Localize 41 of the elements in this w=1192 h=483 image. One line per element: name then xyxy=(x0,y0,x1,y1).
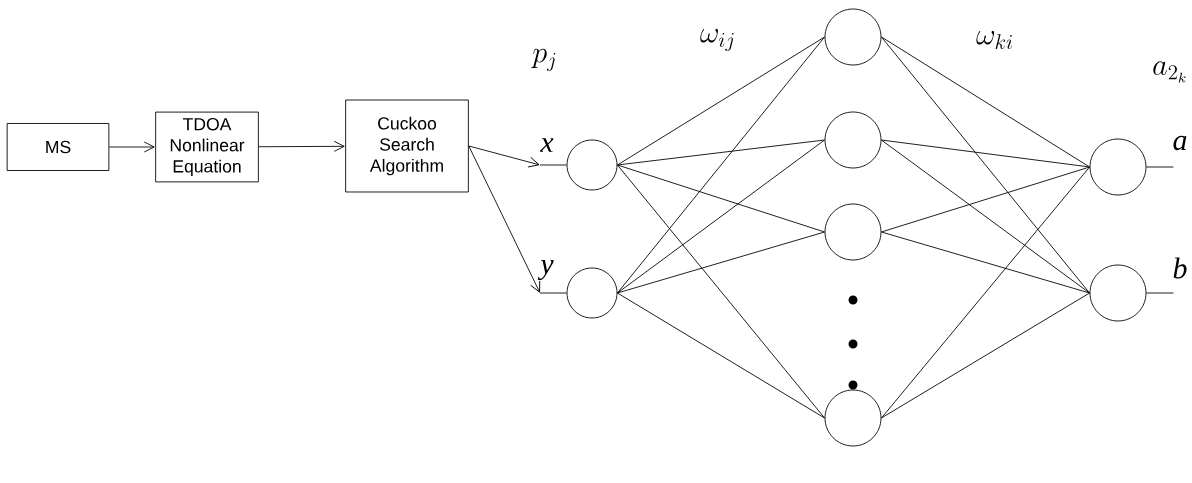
neuron-circle xyxy=(1089,138,1147,196)
connection-line xyxy=(1146,166,1174,168)
connection-line xyxy=(617,164,825,233)
connection-line xyxy=(617,292,825,419)
connection-line xyxy=(881,292,1090,419)
connection-line xyxy=(881,139,1090,168)
neuron-circle xyxy=(824,8,882,66)
neuron-circle xyxy=(566,267,618,319)
arrow xyxy=(468,145,540,168)
connection-line xyxy=(881,166,1090,233)
neuron-circle xyxy=(824,389,882,447)
neuron-circle xyxy=(824,203,882,261)
arrow xyxy=(108,141,155,153)
weight-label: $p_j$ xyxy=(531,48,556,72)
connection-line xyxy=(617,139,825,294)
weight-label: $a_{2_k}$ xyxy=(1153,61,1186,83)
connection-line xyxy=(617,36,825,294)
variable-label: y xyxy=(537,259,554,281)
connection-line xyxy=(881,166,1090,419)
neuron-circle xyxy=(824,111,882,169)
connection-line xyxy=(617,139,825,166)
connection-line xyxy=(881,36,1090,168)
weight-label: $\omega_{ki}$ xyxy=(976,30,1012,50)
connection-line xyxy=(1146,292,1174,294)
neuron-circle xyxy=(1089,264,1147,322)
connection-line xyxy=(617,164,825,419)
connection-line xyxy=(617,231,825,294)
connection-line xyxy=(881,139,1090,294)
arrow xyxy=(468,145,541,293)
process-box: TDOA Nonlinear Equation xyxy=(155,111,259,183)
variable-label: a xyxy=(1173,135,1187,151)
process-box: MS xyxy=(6,123,110,171)
variable-label: x xyxy=(540,138,554,152)
connection-line xyxy=(881,36,1090,294)
process-box: Cuckoo Search Algorithm xyxy=(345,99,469,193)
connection-line xyxy=(617,36,825,166)
connection-line xyxy=(881,231,1090,294)
arrow xyxy=(258,140,345,152)
variable-label: b xyxy=(1173,257,1187,279)
neuron-circle xyxy=(566,139,618,191)
weight-label: $\omega_{ij}$ xyxy=(700,28,734,52)
